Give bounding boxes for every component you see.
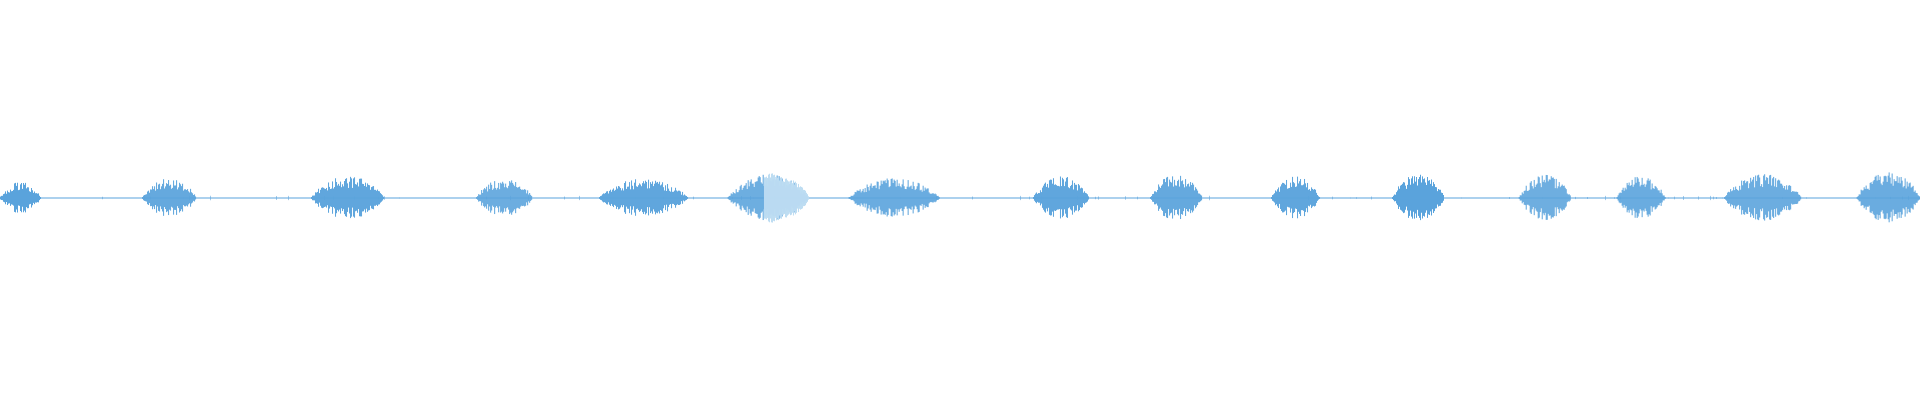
waveform-segment[interactable] xyxy=(1616,176,1666,218)
waveform-segment[interactable] xyxy=(0,182,41,213)
waveform-segment[interactable] xyxy=(1032,176,1089,219)
waveform-segment[interactable] xyxy=(1724,174,1802,221)
waveform-segment[interactable] xyxy=(848,178,940,217)
waveform-segment[interactable] xyxy=(311,176,385,219)
waveform-segment[interactable] xyxy=(1856,172,1920,223)
waveform-segment[interactable] xyxy=(599,179,689,216)
waveform-segment[interactable] xyxy=(1518,174,1571,220)
waveform-segment[interactable] xyxy=(142,179,197,216)
waveform-segment[interactable] xyxy=(1392,174,1444,221)
waveform-segment[interactable] xyxy=(1271,176,1321,219)
waveform-segment[interactable] xyxy=(1150,175,1203,220)
waveform-highlight xyxy=(763,173,809,223)
waveform-segment[interactable] xyxy=(476,180,533,215)
